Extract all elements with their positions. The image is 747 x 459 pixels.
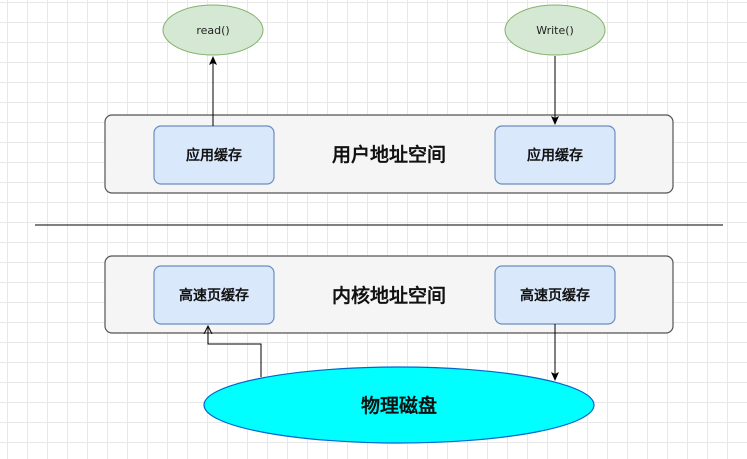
write-call-label: Write() xyxy=(536,24,574,37)
arrow-disk-to-page-cache xyxy=(208,326,262,377)
kernel-left-cache-box: 高速页缓存 xyxy=(153,265,275,325)
kernel-space-title: 内核地址空间 xyxy=(332,284,446,307)
physical-disk-node: 物理磁盘 xyxy=(203,366,595,444)
user-right-cache-box: 应用缓存 xyxy=(494,125,616,185)
user-left-cache-box: 应用缓存 xyxy=(153,125,275,185)
kernel-left-cache-label: 高速页缓存 xyxy=(179,287,249,304)
write-call-node: Write() xyxy=(504,4,606,56)
read-call-label: read() xyxy=(196,24,229,37)
user-left-cache-label: 应用缓存 xyxy=(186,147,242,164)
user-space-title: 用户地址空间 xyxy=(332,143,446,166)
kernel-right-cache-box: 高速页缓存 xyxy=(494,265,616,325)
physical-disk-label: 物理磁盘 xyxy=(361,394,437,417)
kernel-right-cache-label: 高速页缓存 xyxy=(520,287,590,304)
read-call-node: read() xyxy=(162,4,264,56)
user-right-cache-label: 应用缓存 xyxy=(527,147,583,164)
